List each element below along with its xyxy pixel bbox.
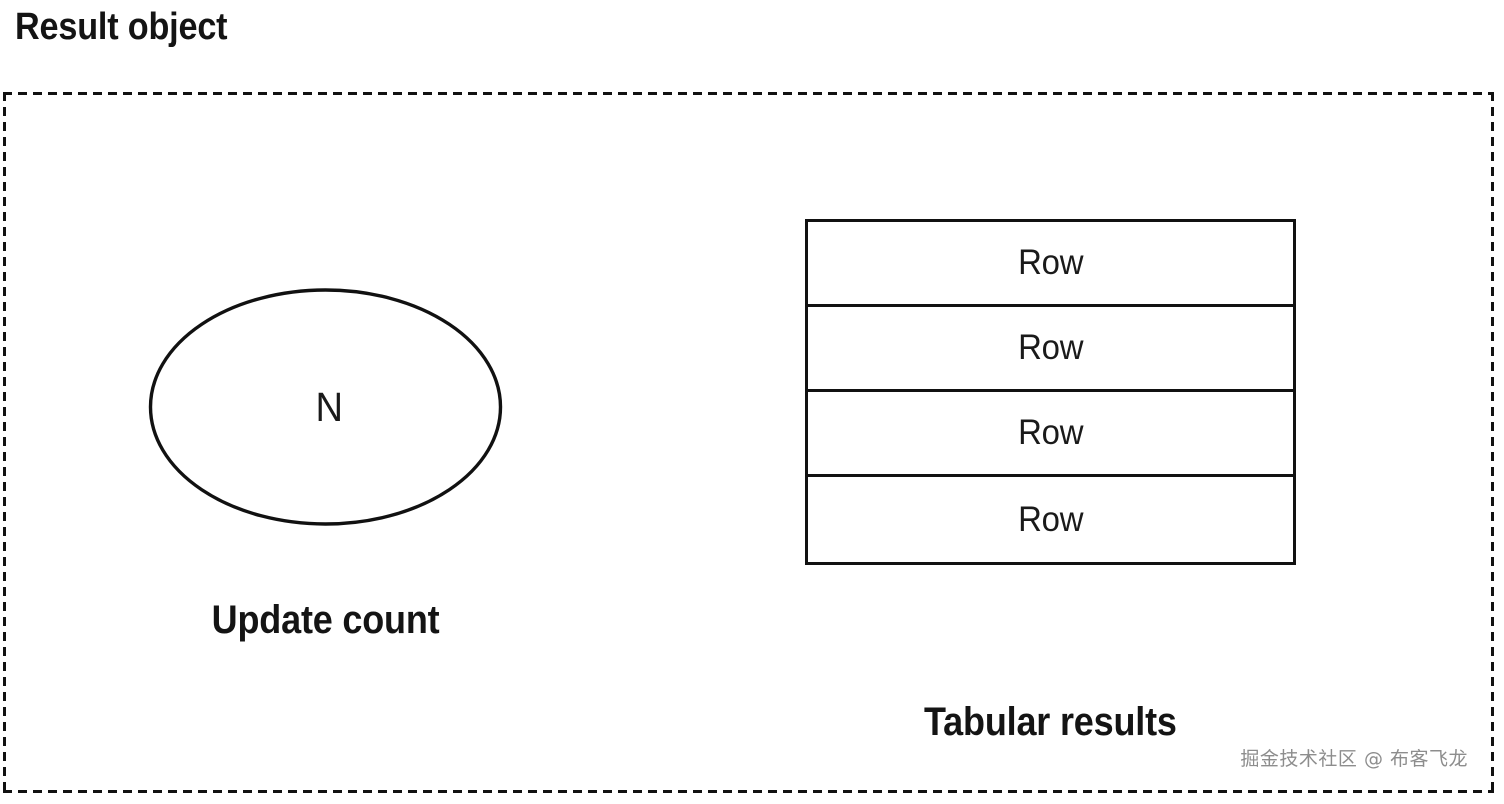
table-row: Row <box>808 392 1293 477</box>
table-row-label: Row <box>1017 499 1084 539</box>
update-count-ellipse <box>148 287 503 527</box>
table-row: Row <box>808 477 1293 562</box>
container-border-right <box>1491 92 1494 793</box>
update-count-caption: Update count <box>28 598 623 643</box>
watermark: 掘金技术社区 @ 布客飞龙 <box>1240 748 1468 770</box>
container-border-top <box>3 92 1494 95</box>
container-border-bottom <box>3 790 1494 793</box>
table-row: Row <box>808 222 1293 307</box>
table-row-label: Row <box>1017 243 1084 282</box>
tabular-results-caption: Tabular results <box>750 700 1350 745</box>
tabular-results-table: Row Row Row Row <box>805 219 1296 565</box>
table-row-label: Row <box>1017 413 1084 452</box>
result-object-container: N Update count Row Row Row Row Tabular r… <box>3 92 1494 793</box>
page-title: Result object <box>15 6 228 48</box>
container-border-left <box>3 92 6 793</box>
table-row: Row <box>808 307 1293 392</box>
update-count-caption-text: Update count <box>211 598 440 642</box>
table-row-label: Row <box>1017 328 1084 367</box>
tabular-results-caption-text: Tabular results <box>923 700 1177 744</box>
update-count-value: N <box>315 383 343 430</box>
